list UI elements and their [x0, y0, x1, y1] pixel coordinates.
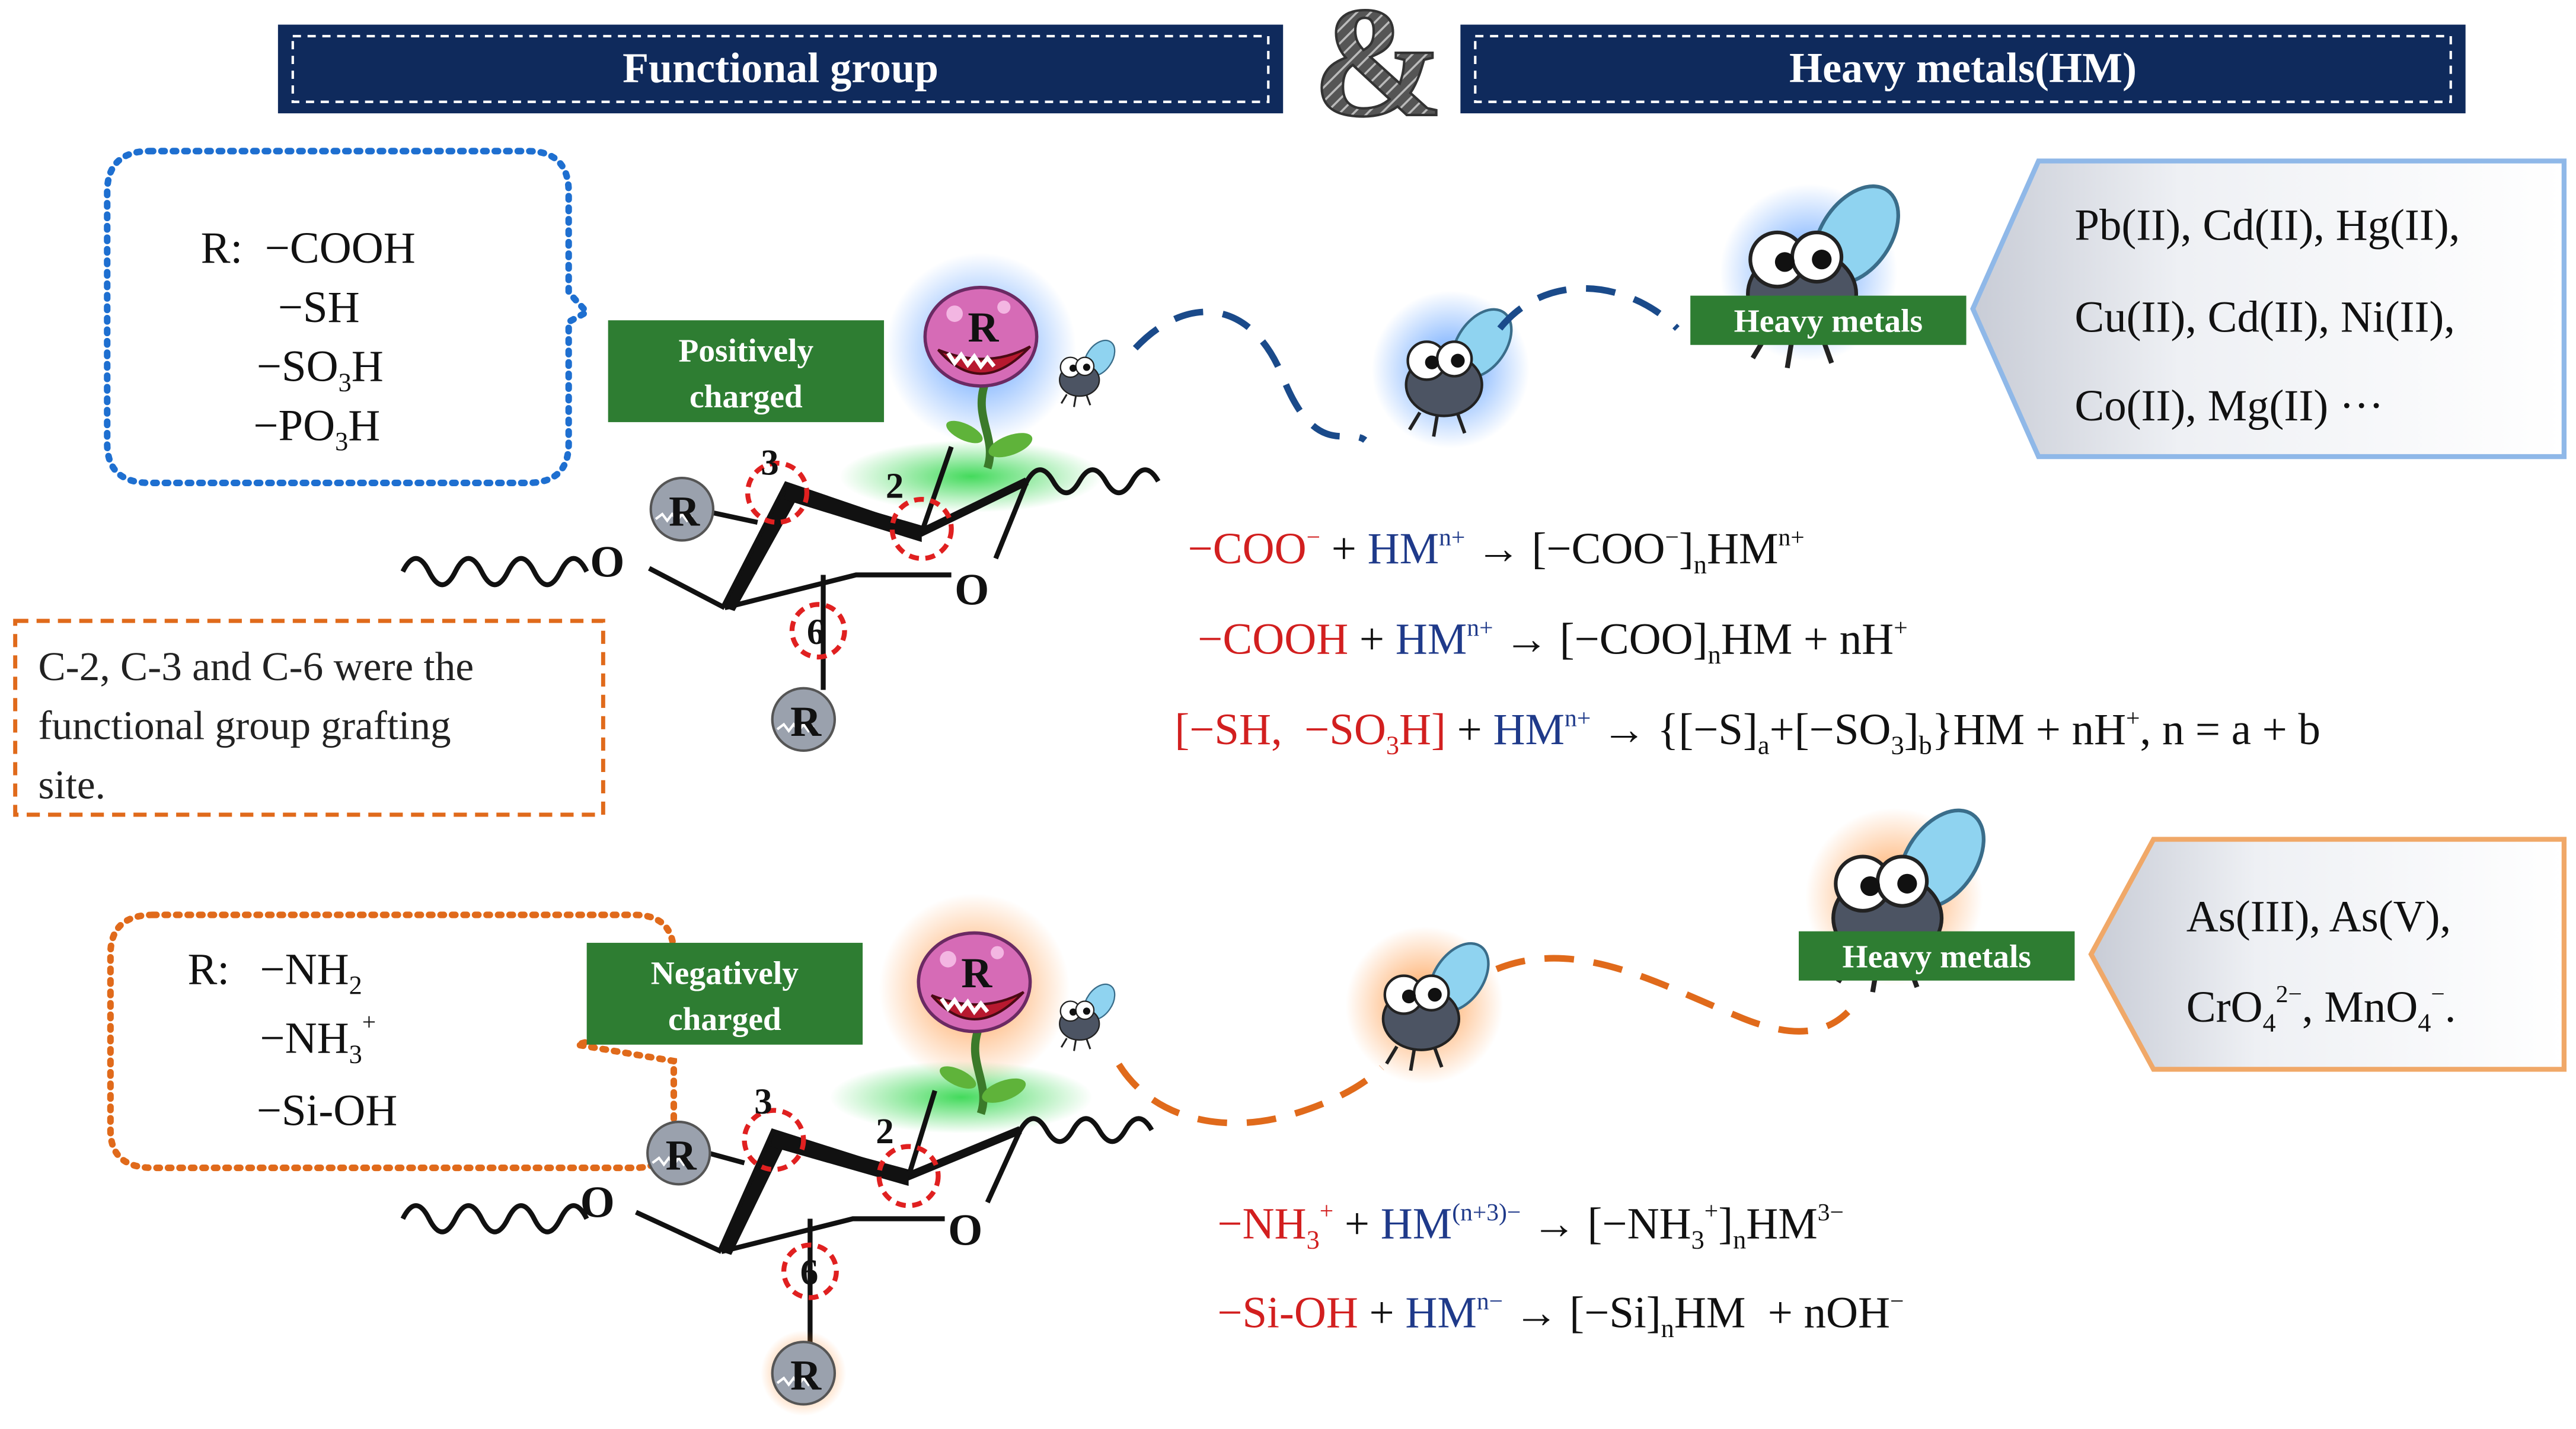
- top-c3-label: 3: [761, 444, 778, 483]
- header-left-box: [277, 24, 1284, 114]
- ampersand: &: [1313, 0, 1444, 149]
- bottom-ring-oxygen-right: O: [948, 1206, 982, 1255]
- top-sugar-ring: O O 3 2 6 R R R: [400, 253, 1161, 751]
- bottom-r-group-2: −NH3+: [260, 1008, 376, 1068]
- svg-text:R: R: [961, 949, 992, 997]
- positively-charged-label: Positively charged: [608, 320, 885, 422]
- header-right-box: [1460, 24, 2466, 114]
- top-r-group-1: −COOH: [265, 224, 416, 273]
- bottom-c3-label: 3: [754, 1082, 772, 1122]
- top-metals-panel: Pb(II), Cd(II), Hg(II), Cu(II), Cd(II), …: [1970, 158, 2567, 460]
- bottom-sugar-ring: O O 3 2 6 R R R: [400, 893, 1154, 1416]
- top-r-group-box: R: −COOH −SH −SO3H −PO3H: [104, 148, 592, 486]
- top-equation-2: −COOH + HMn+ → [−COO]nHM + nH+: [1198, 614, 1907, 669]
- svg-text:Negatively: Negatively: [651, 955, 799, 991]
- bottom-c2-label: 2: [876, 1112, 893, 1152]
- bottom-metals-line-2: CrO42−, MnO4−.: [2186, 980, 2456, 1038]
- bottom-metals-panel: As(III), As(V), CrO42−, MnO4−.: [2088, 837, 2567, 1072]
- top-metals-line-2: Cu(II), Cd(II), Ni(II),: [2074, 293, 2455, 342]
- top-r-prefix: R:: [201, 224, 243, 273]
- top-r-group-3: −SO3H: [257, 342, 384, 397]
- top-equation-3: [−SH, −SO3H] + HMn+ → {[−S]a+[−SO3]b}HM …: [1174, 704, 2320, 760]
- negatively-charged-label: Negatively charged: [586, 943, 863, 1045]
- top-r-group-4: −PO3H: [253, 401, 380, 456]
- top-heavy-metals-label: Heavy metals: [1734, 303, 1923, 339]
- header: Functional group & Heavy metals(HM): [277, 0, 2466, 151]
- svg-text:functional group grafting: functional group grafting: [38, 703, 451, 748]
- svg-text:site.: site.: [38, 761, 105, 807]
- bottom-ring-oxygen-left: O: [580, 1178, 615, 1227]
- bottom-r-group-3: −Si-OH: [257, 1086, 397, 1135]
- header-left-title: Functional group: [623, 44, 939, 92]
- svg-text:charged: charged: [668, 1001, 781, 1037]
- top-c6-label: 6: [807, 613, 825, 652]
- top-metals-line-3: Co(II), Mg(II) ···: [2074, 381, 2383, 430]
- bottom-c6-label: 6: [800, 1253, 818, 1293]
- bottom-heavy-metals-label-box: [1799, 931, 2075, 981]
- svg-text:charged: charged: [690, 378, 803, 414]
- top-ring-oxygen-right: O: [955, 565, 989, 614]
- bottom-equation-2: −Si-OH + HMn− → [−Si]nHM + nOH−: [1217, 1287, 1904, 1343]
- svg-text:R: R: [669, 487, 700, 535]
- bottom-metals-line-1: As(III), As(V),: [2186, 892, 2451, 942]
- svg-text:C-2, C-3 and C-6 were the: C-2, C-3 and C-6 were the: [38, 643, 474, 689]
- top-ring-oxygen-left: O: [590, 537, 624, 586]
- bottom-r-prefix: R:: [188, 945, 230, 994]
- svg-text:Positively: Positively: [679, 332, 814, 368]
- top-equation-1: −COO− + HMn+ → [−COO−]nHMn+: [1188, 524, 1805, 579]
- bottom-heavy-metals-label: Heavy metals: [1842, 939, 2031, 975]
- grafting-site-note: C-2, C-3 and C-6 were the functional gro…: [13, 618, 605, 817]
- bottom-r-group-box: R: −NH2 −NH3+ −Si-OH: [107, 911, 678, 1172]
- svg-text:R: R: [968, 304, 999, 351]
- svg-text:R: R: [790, 1352, 822, 1399]
- bottom-equation-1: −NH3+ + HM(n+3)− → [−NH3+]nHM3−: [1217, 1197, 1844, 1254]
- header-right-title: Heavy metals(HM): [1789, 44, 2137, 92]
- svg-text:R: R: [790, 698, 822, 745]
- top-heavy-metals-label-box: [1690, 295, 1967, 345]
- top-metals-line-1: Pb(II), Cd(II), Hg(II),: [2074, 200, 2460, 250]
- svg-text:R: R: [666, 1131, 697, 1179]
- bottom-r-group-1: −NH2: [260, 945, 362, 1000]
- top-r-group-2: −SH: [278, 283, 360, 332]
- top-c2-label: 2: [886, 466, 904, 506]
